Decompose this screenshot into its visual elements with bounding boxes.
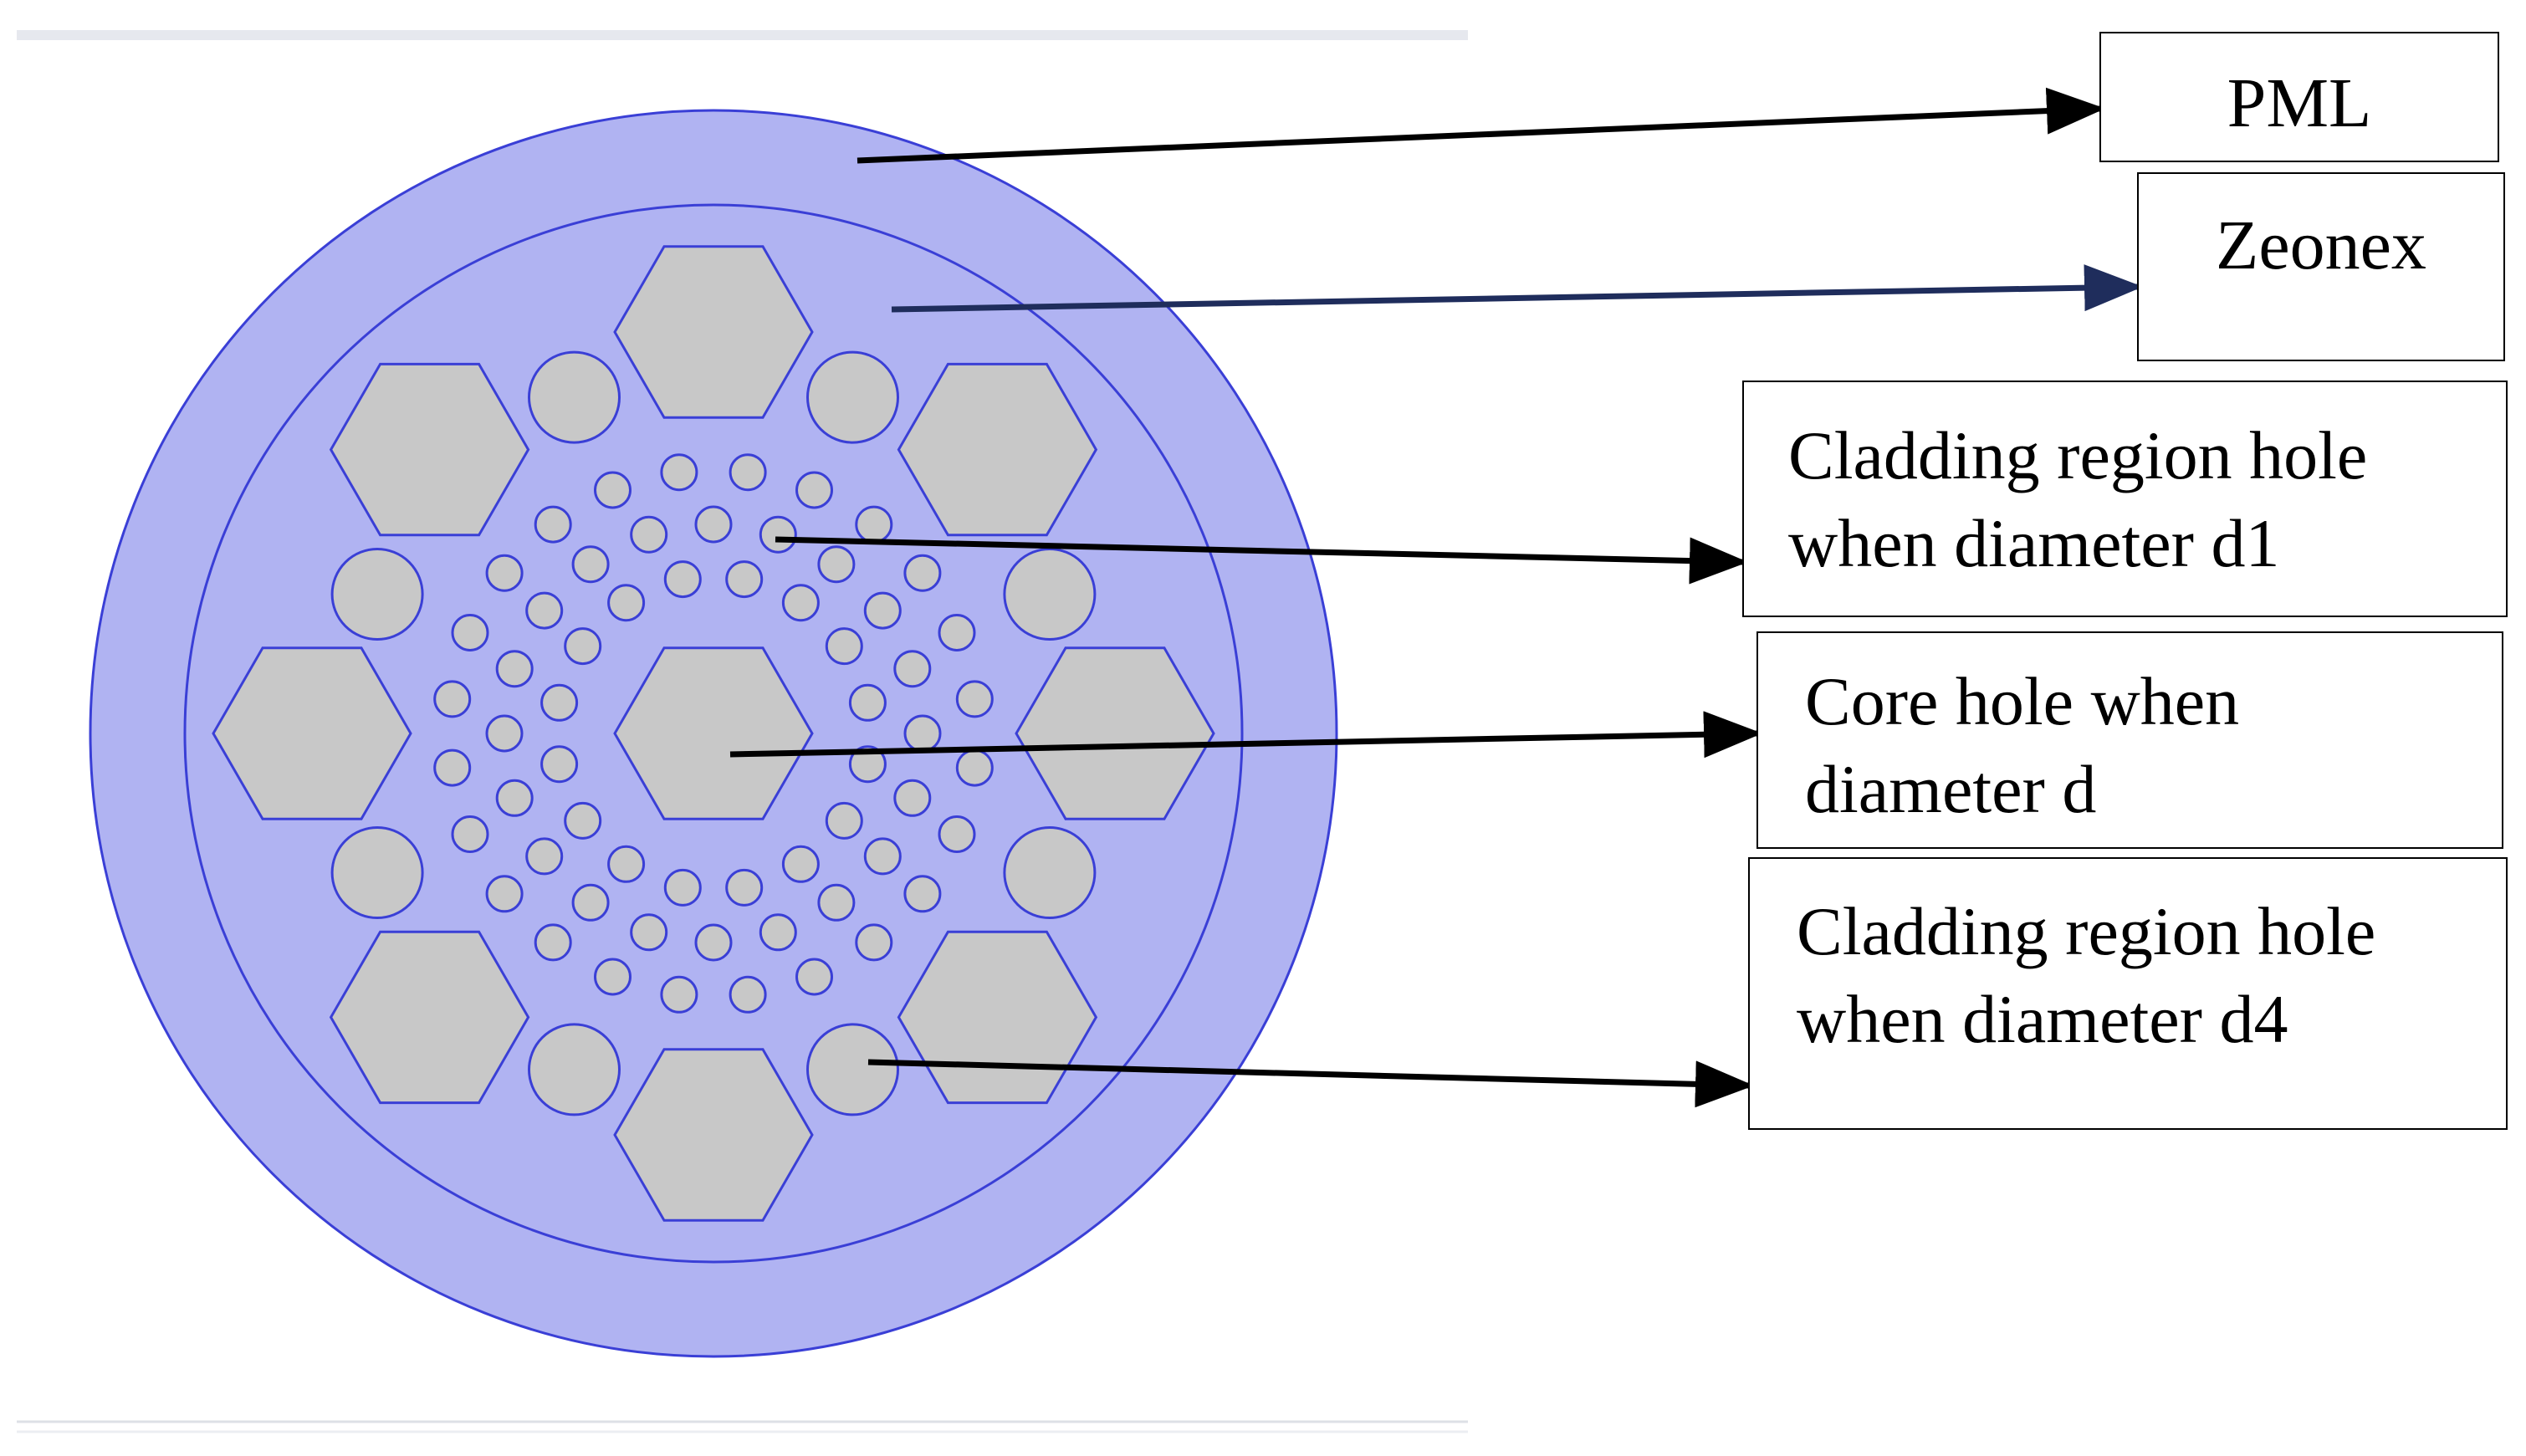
cladding-hole-d1 [594, 471, 632, 509]
cladding-hole-d1 [817, 883, 856, 922]
cladding-hole-d1 [694, 505, 733, 544]
cladding-hole-d1 [540, 683, 579, 722]
cladding-hole-d1 [825, 801, 863, 840]
arrow-core [729, 711, 1762, 759]
cladding-hole-d1 [903, 714, 942, 753]
cladding-hole-d1 [729, 453, 767, 492]
cladding-hole-d1 [660, 975, 698, 1014]
cladding-hole-d1 [781, 584, 820, 622]
cladding-hole-d4 [1003, 826, 1097, 919]
cladding-hole-d4 [330, 826, 424, 919]
cladding-d4-label: Cladding region hole when diameter d4 [1797, 893, 2376, 1057]
cladding-hole-d4 [806, 1023, 899, 1116]
cladding-hole-d1 [903, 554, 942, 592]
cladding-hole-d1 [663, 560, 702, 599]
cladding-hole-d1 [795, 958, 833, 996]
arrow-cladding-d1 [775, 536, 1748, 585]
cladding-hole-d1 [725, 560, 764, 599]
cladding-hole-d1 [863, 837, 902, 876]
cladding-hole-d1 [433, 748, 472, 787]
cladding-hole-d1 [485, 554, 524, 592]
cladding-hole-d1 [607, 584, 646, 622]
cladding-hex-hole [212, 646, 412, 820]
cladding-hex-hole [1015, 646, 1215, 820]
cladding-hole-d1 [938, 614, 976, 651]
cladding-hole-d4 [806, 350, 899, 444]
cladding-hole-d1 [795, 471, 833, 509]
cladding-hole-d1 [540, 745, 579, 784]
cladding-hex-hole [329, 362, 530, 537]
cladding-hole-d1 [534, 505, 572, 544]
pml-label-box: PML [2099, 32, 2499, 162]
cladding-hole-d1 [534, 923, 572, 962]
cladding-hole-d4 [330, 548, 424, 641]
cladding-hex-hole [329, 930, 530, 1105]
cladding-hole-d1 [855, 505, 893, 544]
cladding-hole-d1 [630, 913, 668, 952]
cladding-hole-d1 [571, 545, 610, 584]
cladding-hole-d1 [495, 650, 534, 688]
core-label-box: Core hole when diameter d [1756, 631, 2503, 849]
cladding-hole-d1 [893, 650, 932, 688]
zeonex-label: Zeonex [2216, 207, 2426, 284]
cladding-hole-d1 [451, 614, 489, 651]
cladding-hole-d1 [825, 627, 863, 666]
cladding-hole-d4 [1003, 548, 1097, 641]
arrow-pml [856, 87, 2105, 164]
arrow-cladding-d4 [867, 1059, 1754, 1108]
cladding-hex-hole [897, 362, 1098, 537]
cladding-hole-d1 [525, 591, 564, 630]
cladding-hole-d1 [848, 745, 887, 784]
cladding-hole-d1 [893, 779, 932, 817]
cladding-hole-d1 [817, 545, 856, 584]
air-holes [212, 245, 1215, 1222]
cladding-hole-d1 [630, 515, 668, 554]
zeonex-label-box: Zeonex [2137, 172, 2505, 361]
cladding-hex-hole [897, 930, 1098, 1105]
cladding-hole-d1 [495, 779, 534, 817]
cladding-hole-d1 [759, 515, 797, 554]
cladding-hole-d1 [571, 883, 610, 922]
cladding-d1-label: Cladding region hole when diameter d1 [1788, 417, 2368, 581]
label-arrows [729, 87, 2143, 1108]
cladding-hole-d1 [564, 627, 602, 666]
cladding-hole-d1 [955, 748, 994, 787]
cladding-hole-d1 [848, 683, 887, 722]
pml-label: PML [2227, 64, 2372, 142]
cladding-hole-d1 [525, 837, 564, 876]
cladding-hex-hole [613, 1048, 814, 1222]
cladding-hole-d1 [863, 591, 902, 630]
cladding-hole-d1 [903, 875, 942, 913]
cladding-hole-d4 [528, 1023, 621, 1116]
cladding-hole-d1 [759, 913, 797, 952]
cladding-hole-d1 [485, 875, 524, 913]
cladding-hole-d1 [694, 923, 733, 962]
cladding-hole-d1 [485, 714, 524, 753]
cladding-hole-d1 [729, 975, 767, 1014]
cladding-d4-label-box: Cladding region hole when diameter d4 [1748, 857, 2508, 1130]
cladding-hole-d1 [564, 801, 602, 840]
cladding-d1-label-box: Cladding region hole when diameter d1 [1742, 381, 2508, 617]
cladding-hole-d1 [607, 845, 646, 883]
arrow-zeonex [891, 264, 2143, 313]
cladding-hole-d1 [660, 453, 698, 492]
cladding-hole-d4 [528, 350, 621, 444]
cladding-hole-d1 [663, 868, 702, 907]
cladding-hole-d1 [855, 923, 893, 962]
cladding-hole-d1 [433, 680, 472, 718]
cladding-hole-d1 [955, 680, 994, 718]
cladding-hole-d1 [725, 868, 764, 907]
cladding-hex-hole [613, 245, 814, 419]
cladding-hole-d1 [594, 958, 632, 996]
cladding-hole-d1 [781, 845, 820, 883]
cladding-hole-d1 [938, 815, 976, 853]
core-label: Core hole when diameter d [1805, 663, 2240, 827]
core-hole [613, 646, 814, 820]
cladding-hole-d1 [451, 815, 489, 853]
